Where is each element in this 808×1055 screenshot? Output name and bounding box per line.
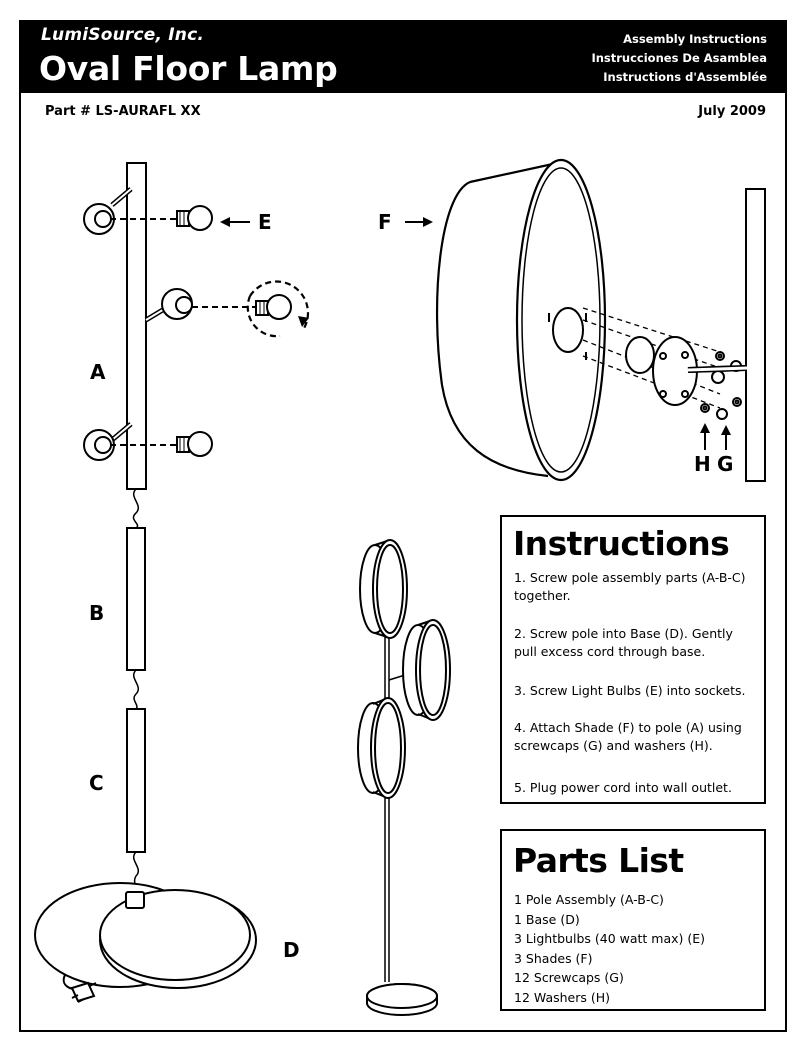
header-line-french: Instructions d'Assemblée [603, 70, 767, 84]
shade-detail [435, 158, 607, 482]
lightbulb-upper [176, 205, 213, 231]
list-item: 3 Shades (F) [514, 950, 593, 966]
pole-section-b [126, 527, 146, 671]
instruction-step: 2. Screw pole into Base (D). Gently pull… [514, 626, 733, 659]
part-number: Part # LS-AURAFL XX [45, 104, 201, 119]
instructions-panel: Instructions 1. Screw pole assembly part… [500, 515, 766, 804]
socket-upper-left [83, 187, 133, 235]
instructions-title: Instructions [513, 524, 730, 563]
instruction-step: 3. Screw Light Bulbs (E) into sockets. [514, 683, 746, 698]
label-f: F [378, 210, 392, 234]
document-date: July 2009 [698, 104, 766, 119]
label-d: D [283, 938, 300, 962]
list-item: 12 Washers (H) [514, 989, 611, 1005]
assembled-lamp [357, 539, 451, 1016]
list-item: 1 Pole Assembly (A-B-C) [514, 892, 664, 907]
list-item: 3 Lightbulbs (40 watt max) (E) [514, 931, 706, 946]
document-title: Oval Floor Lamp [39, 49, 338, 88]
socket-middle-right [144, 288, 193, 323]
label-c: C [89, 771, 104, 795]
lightbulb-lower [176, 431, 213, 457]
header-line-spanish: Instrucciones De Asamblea [591, 51, 767, 65]
lightbulb-rotating [246, 280, 310, 338]
header-line-english: Assembly Instructions [623, 32, 767, 46]
list-item: 12 Screwcaps (G) [514, 970, 624, 985]
label-h: H [694, 452, 711, 476]
label-e: E [258, 210, 272, 234]
parts-list: 1 Pole Assembly (A-B-C) 1 Base (D) 3 Lig… [514, 890, 705, 1007]
lamp-base [34, 882, 257, 1003]
pole-detail [745, 188, 766, 482]
pole-section-a [126, 162, 147, 490]
header-bar: LumiSource, Inc. Oval Floor Lamp Assembl… [19, 20, 787, 93]
instruction-step: 5. Plug power cord into wall outlet. [514, 780, 732, 795]
label-g: G [717, 452, 733, 476]
instruction-step: 4. Attach Shade (F) to pole (A) using sc… [514, 720, 742, 753]
instruction-step: 1. Screw pole assembly parts (A-B-C) tog… [514, 570, 746, 603]
label-a: A [90, 360, 106, 384]
parts-list-panel: Parts List 1 Pole Assembly (A-B-C) 1 Bas… [500, 829, 766, 1011]
brand-logo: LumiSource, Inc. [41, 25, 205, 45]
pole-section-c [126, 708, 146, 853]
list-item: 1 Base (D) [514, 911, 580, 927]
label-b: B [89, 601, 104, 625]
parts-list-title: Parts List [513, 841, 684, 880]
socket-lower-left [83, 422, 133, 461]
